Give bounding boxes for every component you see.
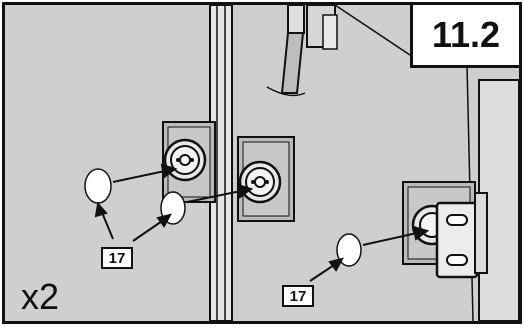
part-label-17-right: 17: [282, 285, 314, 307]
hinge-left-plate: [163, 122, 215, 202]
sticker-17-a: [85, 169, 111, 203]
part-label-17-left: 17: [101, 247, 133, 269]
top-bracket: [267, 5, 337, 95]
hinge-middle-plate: [238, 137, 294, 221]
instruction-panel: 11.2 17 17 x2: [2, 2, 522, 324]
quantity-label: x2: [21, 279, 59, 315]
step-number-badge: 11.2: [410, 2, 522, 68]
